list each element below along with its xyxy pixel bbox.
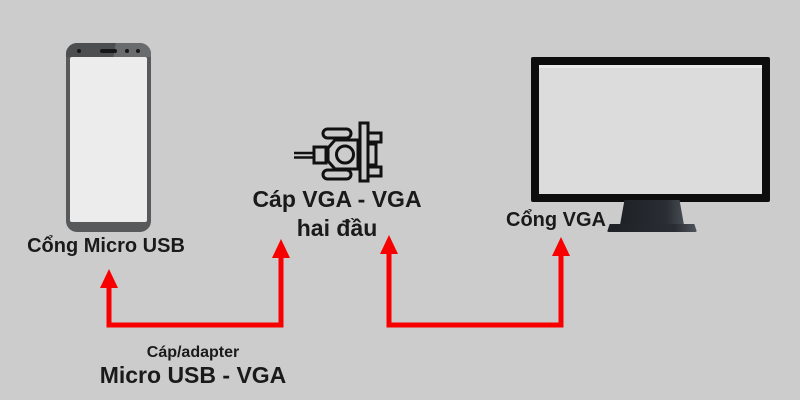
arrowhead-cable-right (380, 235, 398, 254)
vga-cable-label-line1: Cáp VGA - VGA (252, 186, 422, 212)
phone-top-bezel (66, 43, 151, 57)
arrowhead-phone-port (100, 269, 118, 288)
adapter-label-caption: Cáp/adapter (146, 344, 240, 361)
adapter-label-name: Micro USB - VGA (99, 362, 287, 388)
monitor-stand-neck (620, 200, 684, 225)
vga-cable-label: Cáp VGA - VGA hai đầu (252, 185, 421, 243)
phone-port-label: Cổng Micro USB (27, 235, 185, 257)
adapter-label: Cáp/adapter Micro USB - VGA (100, 344, 287, 388)
arrow-cable-to-monitor (386, 252, 564, 328)
monitor-port-label: Cổng VGA (506, 209, 606, 231)
phone-speaker-icon (100, 49, 117, 53)
phone-camera-icon (77, 49, 81, 53)
arrowhead-cable-left (272, 239, 290, 258)
arrow-phone-to-cable (106, 254, 284, 328)
arrowhead-monitor-port (552, 237, 570, 256)
vga-cable-label-line2: hai đầu (296, 215, 378, 241)
monitor-illustration (531, 57, 770, 202)
phone-sensor-icon (125, 49, 129, 53)
vga-connector-icon (294, 121, 383, 183)
monitor-screen (539, 65, 762, 194)
phone-camera2-icon (136, 49, 140, 53)
phone-screen (70, 57, 147, 222)
smartphone-illustration (66, 43, 151, 232)
monitor-stand-base (607, 224, 697, 232)
